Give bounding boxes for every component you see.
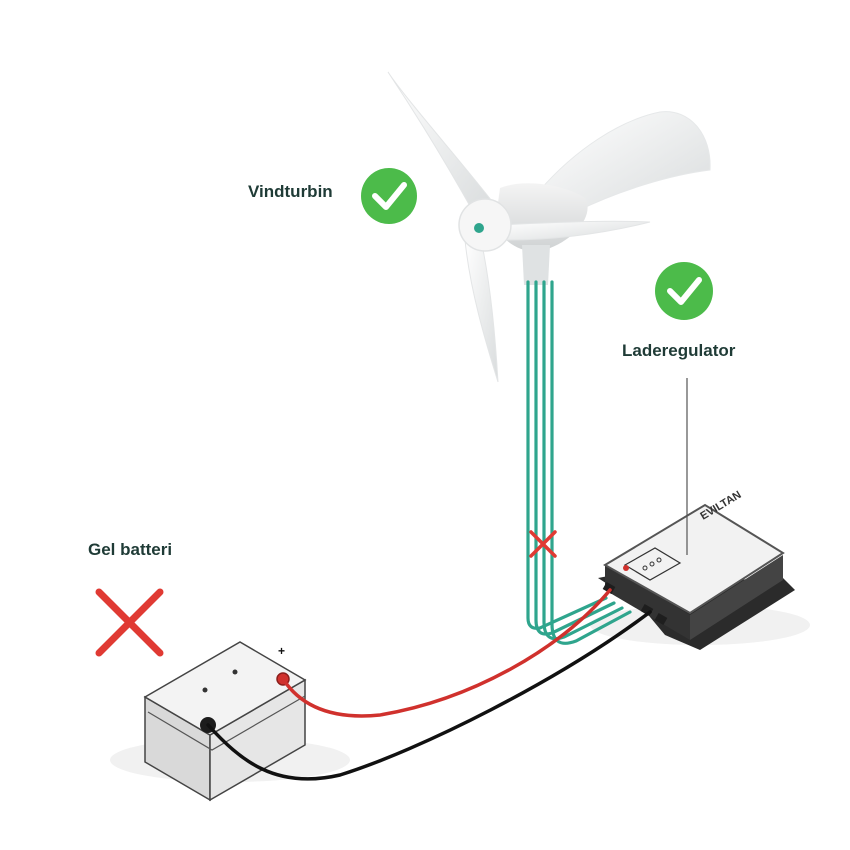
- turbine-hub: [458, 198, 512, 252]
- regulator-front: [690, 555, 783, 640]
- check-circle-icon: [361, 168, 417, 224]
- battery-label: Gel batteri: [88, 540, 173, 559]
- turbine-blade-right: [499, 220, 651, 241]
- turbine-label: Vindturbin: [248, 182, 333, 201]
- turbine-hub-dot: [474, 223, 484, 233]
- regulator-terminal: [602, 582, 616, 594]
- regulator-label: Laderegulator: [622, 341, 736, 360]
- regulator-top: [603, 503, 785, 615]
- turbine-tail-fin: [539, 111, 711, 213]
- battery-vent: [202, 687, 208, 693]
- charge-regulator: EVILTAN: [598, 489, 795, 650]
- battery-top-face: [143, 641, 307, 736]
- cross-icon: [529, 530, 557, 558]
- phase-wires: [526, 280, 632, 645]
- wind-turbine: [387, 71, 711, 383]
- turbine-blade-bottom: [464, 234, 499, 383]
- regulator-led-1: [642, 565, 648, 571]
- regulator-led-2: [649, 561, 655, 567]
- regulator-led-3: [656, 557, 662, 563]
- battery-vent: [232, 669, 238, 675]
- regulator-side: [605, 565, 690, 640]
- positive-wire: [281, 588, 612, 718]
- cross-icon: [95, 588, 164, 657]
- gel-battery: +: [143, 641, 307, 802]
- battery-plus-sign: +: [278, 644, 285, 658]
- battery-lid-ridge: [147, 695, 306, 751]
- turbine-blade-top: [387, 71, 496, 216]
- regulator-panel: [623, 547, 682, 581]
- check-circle-icon: [655, 262, 713, 320]
- regulator-terminal: [654, 613, 668, 625]
- regulator-led-red: [623, 565, 629, 571]
- turbine-mast-top: [522, 245, 550, 285]
- negative-wire: [206, 610, 652, 781]
